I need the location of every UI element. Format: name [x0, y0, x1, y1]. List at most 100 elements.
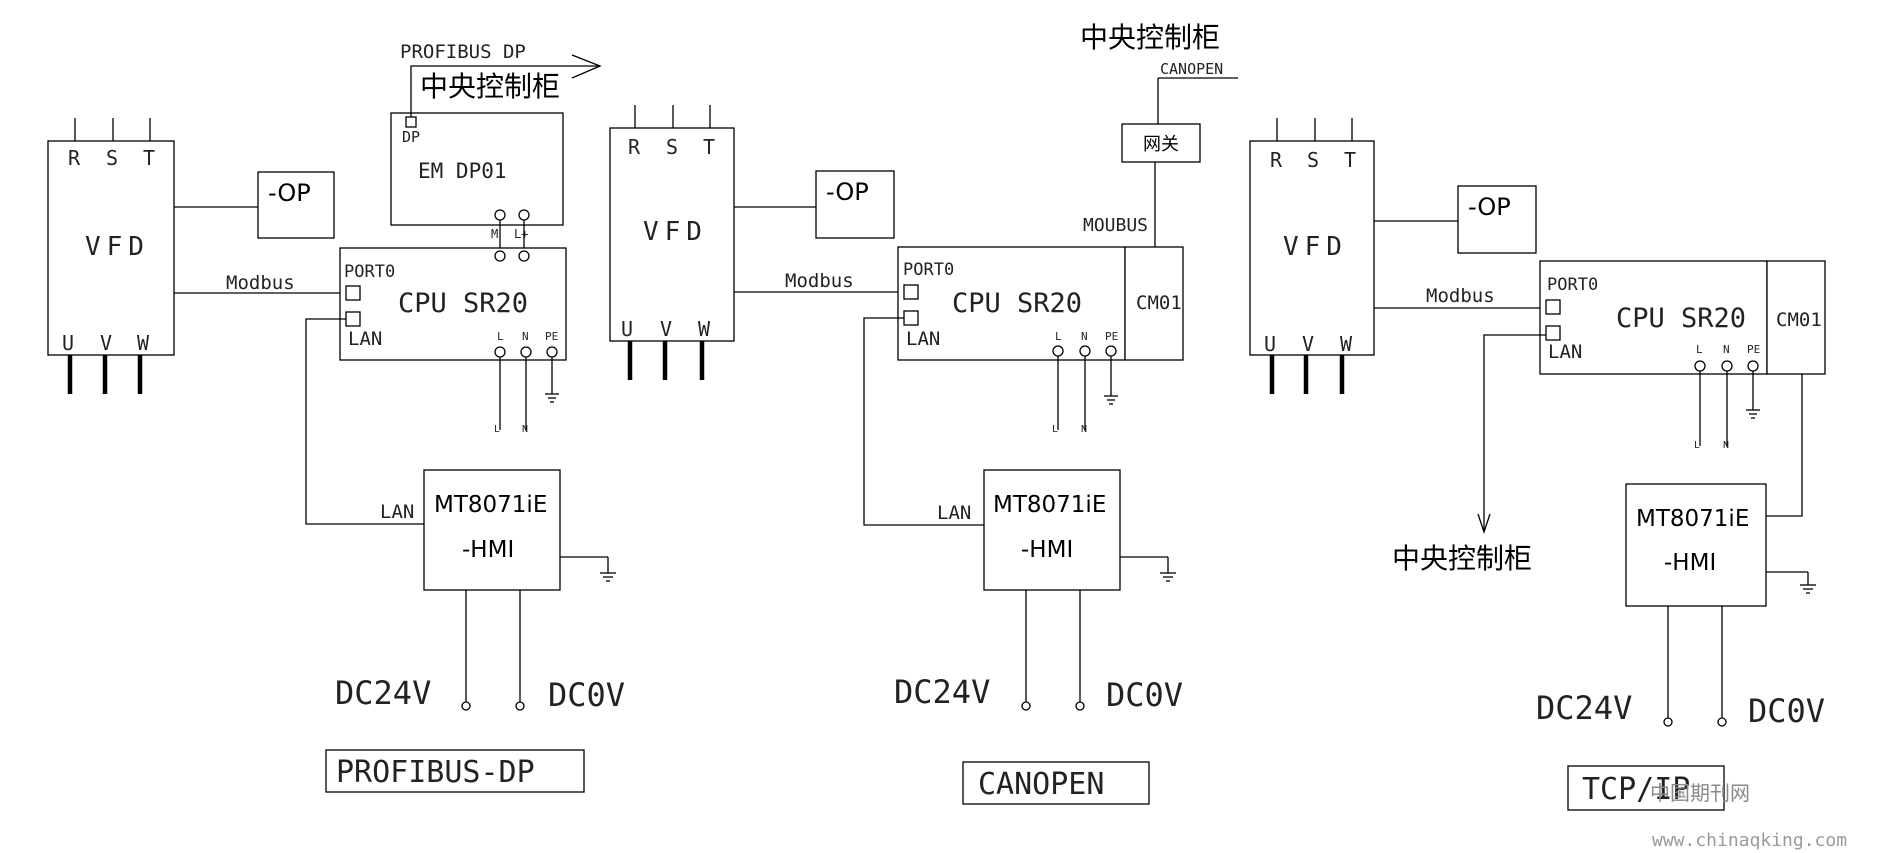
- port0-label-3: PORT0: [1547, 275, 1598, 295]
- vfd-t-label-3: T: [1344, 148, 1356, 172]
- gateway-label: 网关: [1143, 134, 1179, 155]
- em-lp-label: L+: [514, 227, 528, 241]
- modbus-label-1: Modbus: [226, 272, 295, 294]
- hmi-box-2: [983, 469, 1121, 591]
- title-box-tcpip: [1567, 765, 1725, 811]
- em-lp-terminal: [518, 209, 530, 221]
- gateway-box: [1121, 123, 1201, 163]
- vfd-w-label: W: [137, 331, 150, 355]
- op-label-1: -OP: [268, 179, 311, 207]
- n-label-3: N: [1723, 343, 1730, 356]
- pe-label-3: PE: [1747, 343, 1760, 356]
- vfd-v-label-3: V: [1302, 332, 1314, 356]
- op-label-3: -OP: [1468, 193, 1511, 221]
- l-label-2: L: [1055, 330, 1062, 343]
- cm01-box-2: [1124, 246, 1184, 361]
- l-label-1: L: [497, 330, 504, 343]
- hmi-label-3: -HMI: [1664, 550, 1716, 576]
- vfd-u-label-2: U: [621, 317, 633, 341]
- vfd-label-2: VFD: [643, 217, 708, 247]
- vfd-t-label: T: [143, 146, 155, 170]
- vfd-u-label-3: U: [1264, 332, 1276, 356]
- cpu-sr20-box-3: [1539, 260, 1768, 375]
- dc24v-label-3: DC24V: [1536, 689, 1632, 727]
- title-profibus: PROFIBUS-DP: [336, 755, 535, 790]
- vfd-t-label-2: T: [703, 135, 715, 159]
- dc0v-label-3: DC0V: [1748, 692, 1825, 730]
- l-wire-label-2: L: [1052, 424, 1058, 435]
- pe-label-1: PE: [545, 330, 558, 343]
- l-wire-label-1: L: [494, 424, 500, 435]
- hmi-model-2: MT8071iE: [993, 492, 1106, 518]
- cm01-label-2: CM01: [1136, 292, 1182, 314]
- op-box-3: [1457, 185, 1537, 254]
- watermark-cn: 中国期刊网: [1650, 781, 1750, 805]
- port0-icon-1: [345, 285, 361, 301]
- em-dp-label: DP: [402, 128, 420, 146]
- pe-label-2: PE: [1105, 330, 1118, 343]
- vfd-r-label: R: [68, 146, 81, 170]
- vfd-box: [47, 140, 175, 356]
- cm01-box-3: [1766, 260, 1826, 375]
- vfd-u-label: U: [62, 331, 74, 355]
- moubus-label: MOUBUS: [1083, 215, 1148, 236]
- vfd-r-label-2: R: [628, 135, 641, 159]
- lan-label-3: LAN: [1548, 341, 1582, 363]
- cm01-label-3: CM01: [1776, 309, 1822, 331]
- vfd-r-label-3: R: [1270, 148, 1283, 172]
- op-label-2: -OP: [826, 178, 869, 206]
- vfd-v-label: V: [100, 331, 112, 355]
- profibus-dp-label: PROFIBUS DP: [400, 41, 526, 63]
- dp-port-icon: [405, 116, 417, 128]
- central-cabinet-label-2: 中央控制柜: [1080, 21, 1220, 54]
- vfd-1: R S T VFD U V W: [47, 118, 175, 394]
- cpu-label-1: CPU SR20: [398, 288, 528, 319]
- vfd-v-label-2: V: [660, 317, 672, 341]
- hmi-lan-label-2: LAN: [937, 502, 971, 524]
- op-box-1: [257, 171, 335, 239]
- watermark-url: www.chinaqking.com: [1652, 830, 1847, 851]
- dc24v-label-1: DC24V: [335, 674, 431, 712]
- n-label-2: N: [1081, 330, 1088, 343]
- hmi-model-1: MT8071iE: [434, 492, 547, 518]
- n-wire-label-1: N: [522, 424, 528, 435]
- port0-label-2: PORT0: [903, 260, 954, 280]
- hmi-label-1: -HMI: [462, 537, 514, 563]
- vfd-box-3: [1249, 140, 1375, 356]
- lan-port-icon-3: [1545, 325, 1561, 341]
- lan-port-icon-1: [345, 311, 361, 327]
- em-dp01-box: [390, 112, 564, 226]
- cpu-label-2: CPU SR20: [952, 288, 1082, 319]
- vfd-s-label-3: S: [1307, 148, 1319, 172]
- dc24v-label-2: DC24V: [894, 673, 990, 711]
- n-wire-label-2: N: [1081, 424, 1087, 435]
- vfd-box-2: [609, 127, 735, 342]
- em-m-terminal: [494, 209, 506, 221]
- port0-icon-2: [903, 284, 919, 300]
- l-label-3: L: [1696, 343, 1703, 356]
- lan-port-icon-2: [903, 310, 919, 326]
- hmi-box-1: [423, 469, 561, 591]
- n-label-1: N: [522, 330, 529, 343]
- section-canopen: R S T VFD U V W -OP Modbus 中央控制柜 CANOPEN…: [609, 21, 1238, 805]
- lan-label-2: LAN: [906, 328, 940, 350]
- lan-label-1: LAN: [348, 328, 382, 350]
- port0-label-1: PORT0: [344, 262, 395, 282]
- modbus-label-2: Modbus: [785, 270, 854, 292]
- hmi-model-3: MT8071iE: [1636, 506, 1749, 532]
- section-tcpip: R S T VFD U V W -OP Modbus CM01 PORT0 LA…: [1249, 118, 1826, 811]
- canopen-bus-label: CANOPEN: [1160, 60, 1223, 78]
- central-cabinet-label-3: 中央控制柜: [1392, 542, 1532, 575]
- modbus-label-3: Modbus: [1426, 285, 1495, 307]
- vfd-label: VFD: [85, 232, 150, 262]
- cpu-label-3: CPU SR20: [1616, 303, 1746, 334]
- l-wire-label-3: L: [1694, 440, 1700, 451]
- hmi-label-2: -HMI: [1021, 537, 1073, 563]
- hmi-box-3: [1625, 483, 1767, 607]
- vfd-w-label-3: W: [1340, 332, 1353, 356]
- dc0v-label-2: DC0V: [1106, 676, 1183, 714]
- section-profibus: R S T VFD U V W -OP Modbus DP EM DP01 PR…: [47, 41, 625, 793]
- title-box-canopen: [962, 761, 1150, 805]
